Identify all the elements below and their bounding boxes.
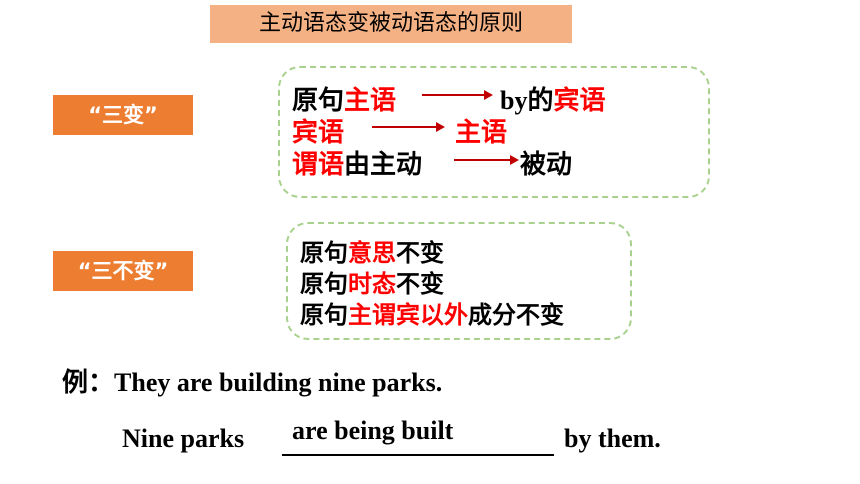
san-bian-row-3: 谓语由主动 (292, 144, 422, 181)
item-prefix: 原句 (300, 301, 348, 329)
row1-object: 宾语 (553, 86, 606, 116)
row1-subject: 主语 (344, 86, 397, 116)
item-prefix: 原句 (300, 239, 348, 267)
san-bian-row-1-end: by的宾语 (500, 80, 606, 117)
san-bian-box (278, 66, 710, 198)
list-item: 原句主谓宾以外成分不变 (300, 295, 564, 330)
san-bu-bian-label: “三不变” (53, 251, 193, 291)
arrow-icon (422, 90, 493, 100)
list-item: 原句时态不变 (300, 264, 444, 299)
row3-middle: 由主动 (344, 150, 423, 180)
row1-by: by (500, 86, 528, 115)
example-line: 例：They are building nine parks. (62, 362, 442, 399)
answer-prefix: Nine parks (122, 424, 245, 453)
item-suffix: 不变 (396, 270, 444, 298)
example-label: 例： (62, 368, 115, 398)
item-suffix: 成分不变 (468, 301, 564, 329)
row1-prefix: 原句 (292, 86, 345, 116)
answer-text: are being built (292, 416, 454, 445)
san-bu-bian-box (286, 222, 632, 340)
san-bian-row-1: 原句主语 (292, 80, 396, 117)
row3-to: 被动 (520, 150, 573, 180)
row2-to: 主语 (455, 118, 508, 148)
arrow-icon (372, 122, 445, 132)
item-key: 主谓宾以外 (348, 301, 468, 329)
item-suffix: 不变 (396, 239, 444, 267)
san-bian-label: “三变” (53, 95, 193, 135)
item-key: 意思 (348, 239, 396, 267)
item-prefix: 原句 (300, 270, 348, 298)
row3-predicate: 谓语 (292, 150, 345, 180)
page-title: 主动语态变被动语态的原则 (210, 5, 572, 43)
row1-de: 的 (527, 86, 554, 116)
item-key: 时态 (348, 270, 396, 298)
answer-blank (282, 454, 554, 456)
list-item: 原句意思不变 (300, 233, 444, 268)
row2-from: 宾语 (292, 118, 345, 148)
arrow-icon (454, 155, 519, 165)
example-sentence: They are building nine parks. (114, 368, 443, 397)
answer-suffix: by them. (564, 424, 661, 453)
